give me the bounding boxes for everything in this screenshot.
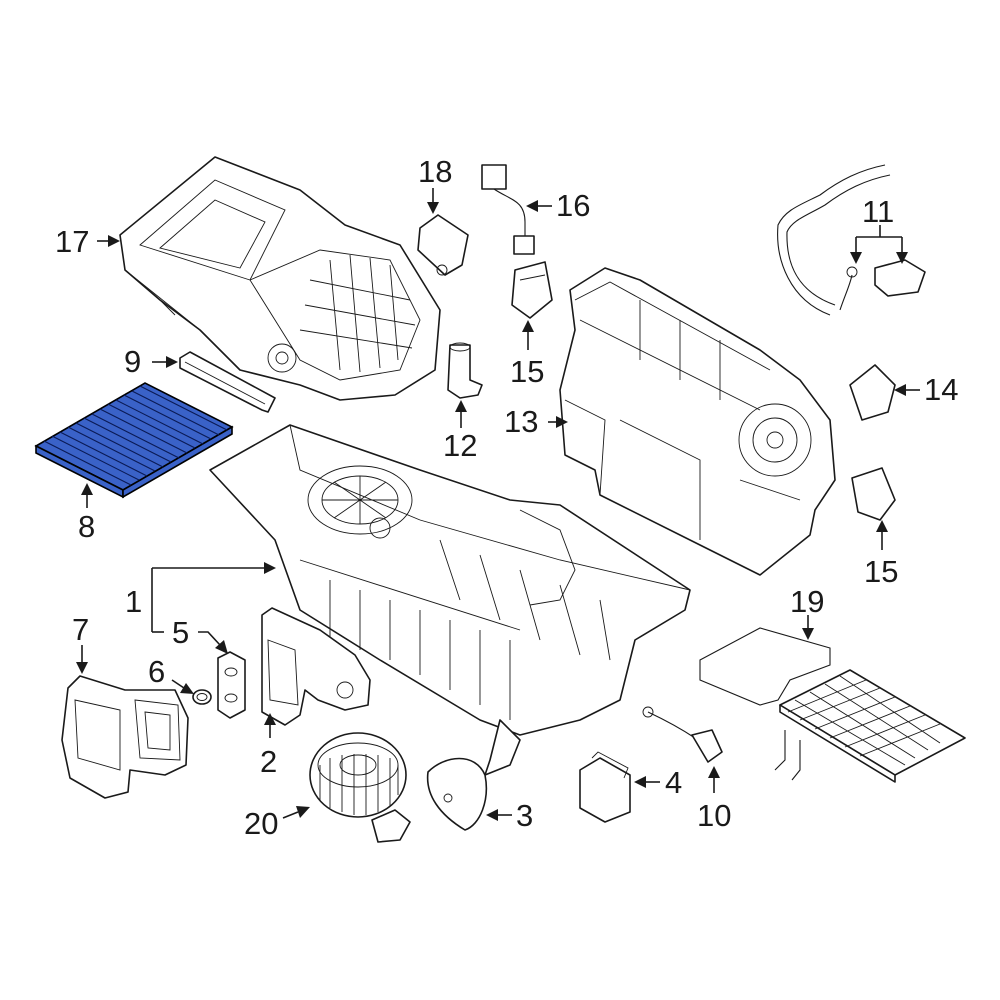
callout-15-top: 15 <box>510 354 544 389</box>
callout-15-right: 15 <box>864 554 898 589</box>
callout-5: 5 <box>172 615 189 650</box>
callout-2: 2 <box>260 744 277 779</box>
part-2-inlet-duct <box>261 607 371 726</box>
part-7-seal <box>61 675 189 799</box>
part-6-o-ring <box>192 689 212 705</box>
part-15-actuator-top <box>511 261 553 319</box>
part-11-hose <box>777 164 926 316</box>
callout-14: 14 <box>924 372 958 407</box>
filter-side-face <box>122 425 233 499</box>
part-19-heater-core <box>699 627 966 783</box>
part-12-sensor <box>447 342 483 399</box>
part-20-blower-motor <box>309 732 411 843</box>
callout-20: 20 <box>244 806 278 841</box>
part-18-actuator <box>417 214 469 276</box>
callout-16: 16 <box>556 188 590 223</box>
part-17-upper-housing <box>119 156 441 401</box>
callout-1: 1 <box>125 584 142 619</box>
callout-10: 10 <box>697 798 731 833</box>
callout-8: 8 <box>78 509 95 544</box>
callout-4: 4 <box>665 765 682 800</box>
part-9-filter-door <box>179 351 276 413</box>
part-4-module <box>579 751 631 823</box>
callout-labels: 17 18 16 11 9 15 14 13 12 8 15 1 19 5 7 … <box>55 154 958 841</box>
callout-13: 13 <box>504 404 538 439</box>
callout-9: 9 <box>124 344 141 379</box>
part-15-actuator-right <box>851 467 896 521</box>
callout-19: 19 <box>790 584 824 619</box>
part-1-lower-case <box>209 424 691 776</box>
callout-12: 12 <box>443 428 477 463</box>
part-5-expansion-valve <box>217 651 246 719</box>
leader-lines <box>76 188 920 821</box>
part-13-evaporator-case <box>559 267 836 576</box>
filter-top-face <box>34 382 234 491</box>
part-14-actuator <box>849 364 896 421</box>
callout-3: 3 <box>516 798 533 833</box>
callout-6: 6 <box>148 654 165 689</box>
part-8-cabin-air-filter <box>34 382 234 499</box>
callout-18: 18 <box>418 154 452 189</box>
part-10-harness <box>642 706 723 763</box>
part-16-harness <box>481 164 535 255</box>
part-3-deflector <box>426 757 488 831</box>
callout-7: 7 <box>72 612 89 647</box>
callout-17: 17 <box>55 224 89 259</box>
callout-11: 11 <box>862 194 894 229</box>
